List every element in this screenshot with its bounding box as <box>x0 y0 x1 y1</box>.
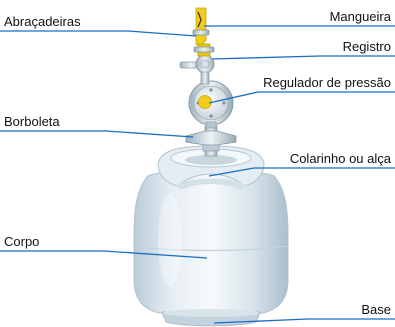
leader-colarinho <box>208 167 395 177</box>
label-abracadeiras: Abraçadeiras <box>4 14 81 29</box>
cylinder-base <box>161 309 261 327</box>
leader-borboleta <box>0 130 194 138</box>
leader-lines <box>0 25 395 324</box>
label-borboleta: Borboleta <box>4 114 60 129</box>
leader-regulador <box>208 91 395 104</box>
leader-base <box>213 318 395 324</box>
label-base: Base <box>361 302 391 317</box>
pressure-regulator <box>188 80 234 129</box>
label-regulador: Regulador de pressão <box>263 75 391 90</box>
cylinder-body <box>133 169 289 315</box>
hose-clamp <box>192 29 210 36</box>
label-colarinho: Colarinho ou alça <box>290 151 392 166</box>
wing-nut <box>185 130 237 146</box>
leader-corpo <box>0 250 208 259</box>
label-mangueira: Mangueira <box>330 9 392 24</box>
leader-registro <box>211 55 395 60</box>
hose-clamp <box>193 46 215 53</box>
registro-valve <box>179 54 215 85</box>
label-corpo: Corpo <box>4 234 39 249</box>
label-registro: Registro <box>343 39 391 54</box>
valve-assembly <box>185 125 237 157</box>
hose <box>192 7 215 57</box>
leader-abracadeiras <box>0 30 197 37</box>
regulator-yellow-cap <box>198 95 212 109</box>
